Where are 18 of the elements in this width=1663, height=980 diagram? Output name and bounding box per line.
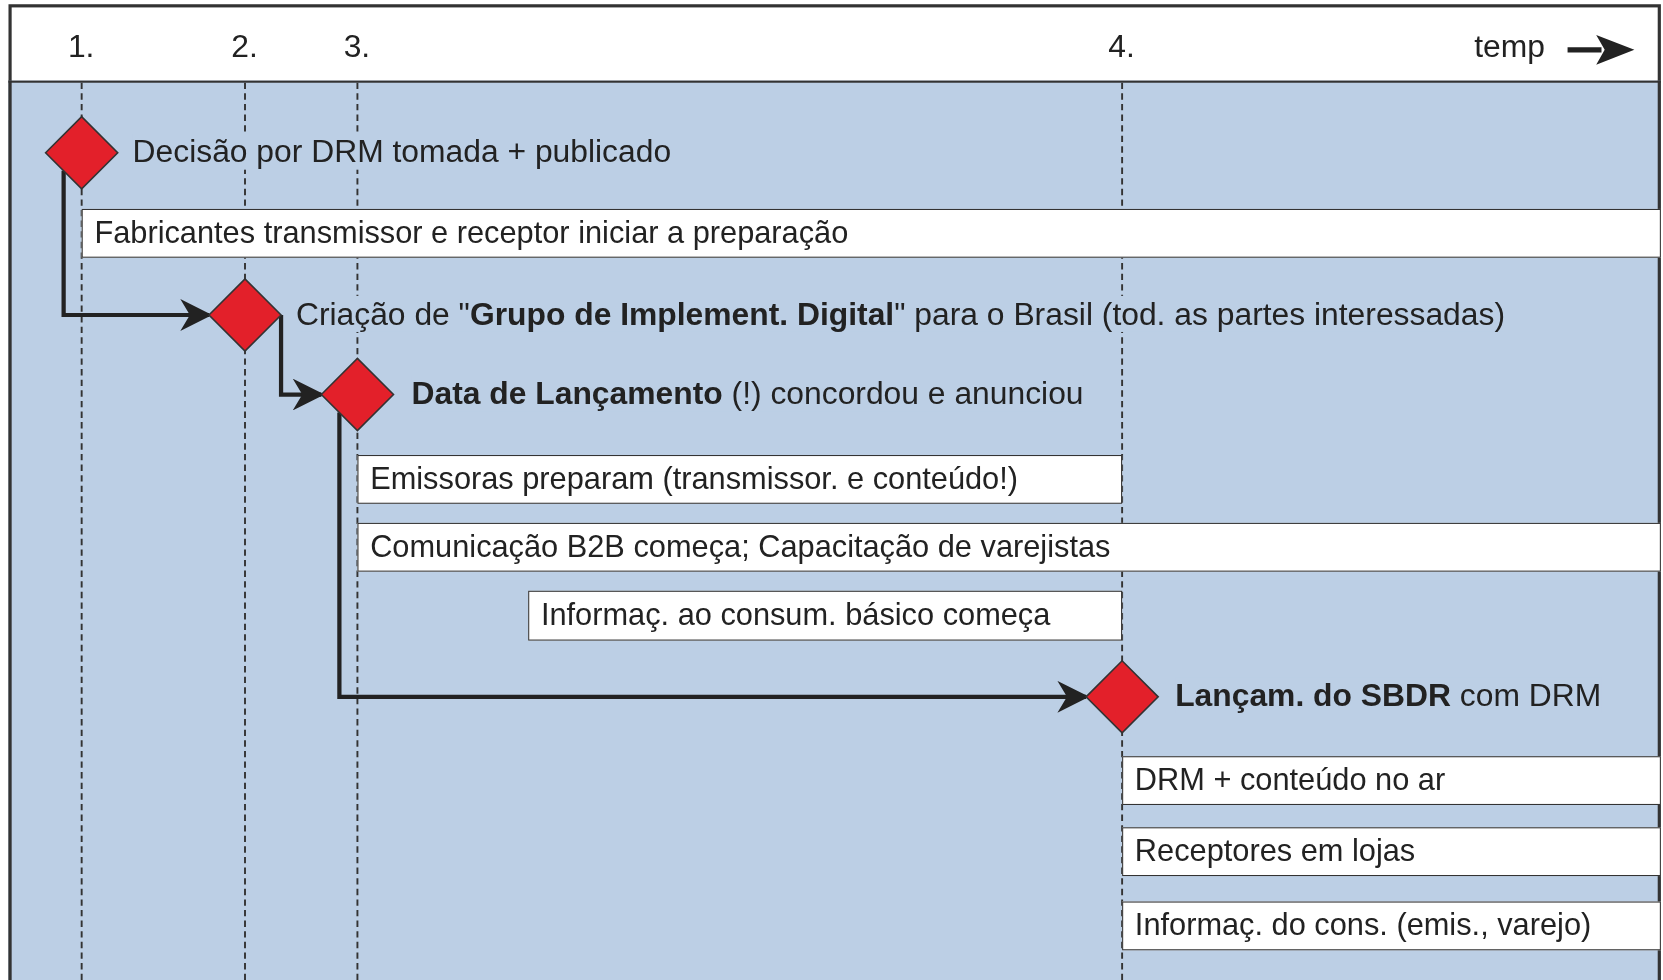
step-number: 3.: [343, 28, 371, 65]
activity-bar: Fabricantes transmissor e receptor iniciar a preparação: [81, 208, 1661, 258]
activity-bar: Comunicação B2B começa; Capacitação de varejistas: [357, 522, 1661, 572]
activity-bar: Informaç. do cons. (emis., varejo): [1122, 901, 1661, 951]
milestone-label: Decisão por DRM tomada + publicado: [132, 133, 672, 170]
activity-bar: Emissoras preparam (transmissor. e conteúdo!): [357, 455, 1123, 504]
step-number: 1.: [67, 28, 95, 65]
step-number: 2.: [231, 28, 258, 65]
activity-bar: DRM + conteúdo no ar: [1122, 756, 1661, 805]
time-axis-label: temp: [1474, 28, 1545, 65]
milestone-diamond: [44, 115, 119, 190]
milestone-diamond: [207, 277, 283, 353]
activity-bar: Receptores em lojas: [1122, 827, 1661, 877]
milestone-diamond: [1084, 659, 1160, 734]
step-number: 4.: [1108, 28, 1135, 65]
activity-bar: Informaç. ao consum. básico começa: [528, 590, 1123, 641]
milestone-diamond: [320, 357, 395, 432]
milestone-label: Criação de "Grupo de Implement. Digital" para o Brasil (tod. as partes interessadas): [295, 295, 1505, 332]
